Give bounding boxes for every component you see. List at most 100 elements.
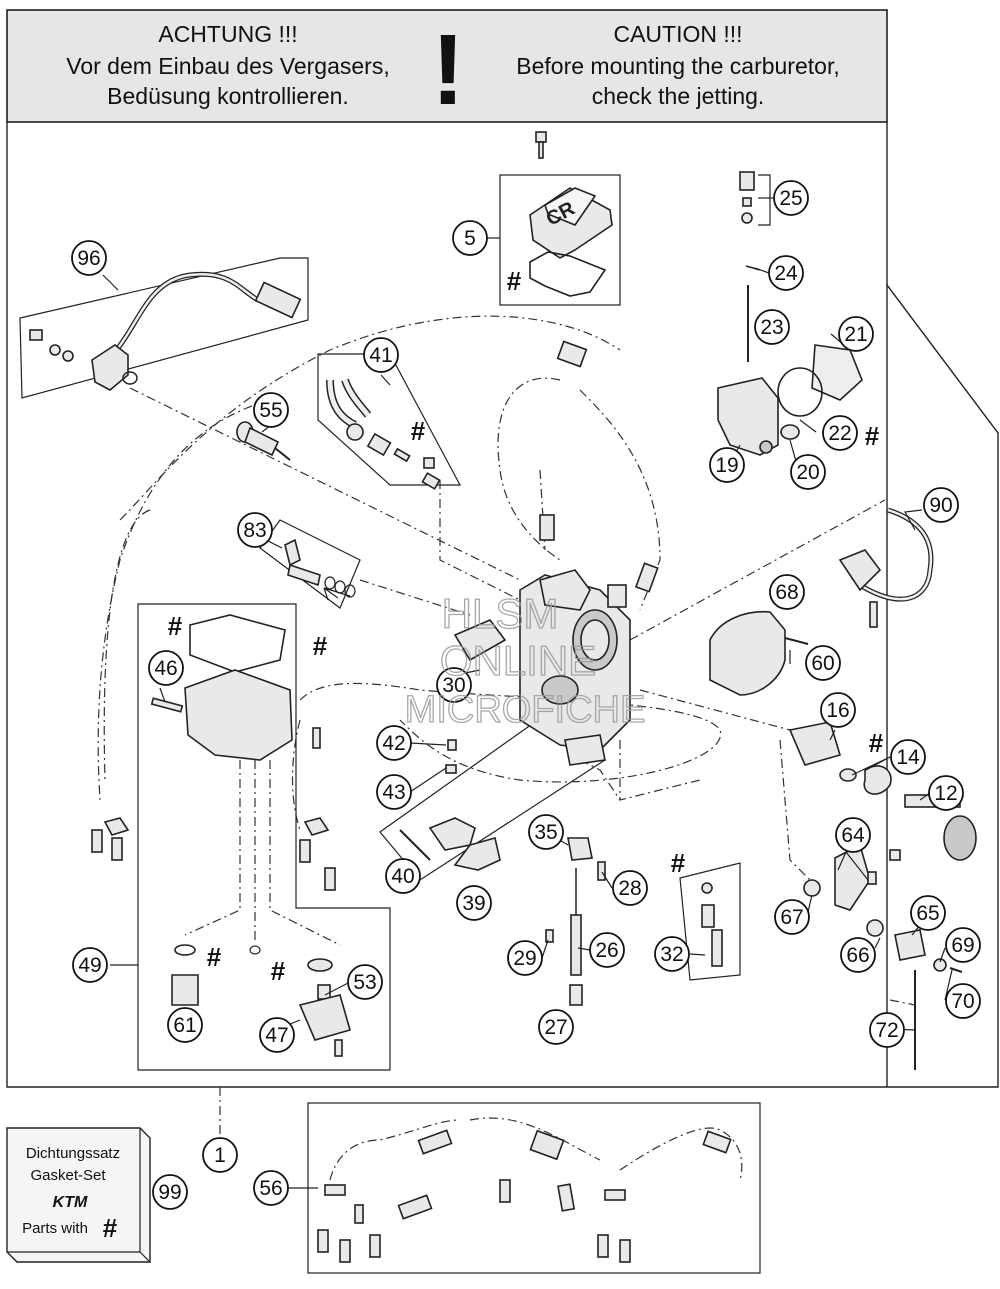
callout-circle [923,487,959,523]
callout-circle [72,947,108,983]
callout-64: 64 [835,817,871,853]
air-screw-kit-icon [326,378,441,490]
callout-circle [654,936,690,972]
callout-42: 42 [376,725,412,761]
callout-circle [769,574,805,610]
callout-circle [237,512,273,548]
callout-label: 43 [382,781,405,804]
callout-label: 83 [243,519,266,542]
callout-43: 43 [376,774,412,810]
callout-label: 46 [154,657,177,680]
ktm-logo: KTM [53,1194,88,1211]
gasket-set-de: Dichtungssatz [26,1145,120,1162]
callout-26: 26 [589,932,625,968]
top-cover-icon: CR [529,187,613,259]
warning-en-line1: Before mounting the carburetor, [516,53,839,79]
callout-label: 25 [779,187,802,210]
hash-marker: # [507,266,522,296]
callout-circle [167,1007,203,1043]
callout-circle [152,1174,188,1210]
callout-circle [754,309,790,345]
callout-circle [363,337,399,373]
callout-label: 32 [660,943,683,966]
choke-plunger-icon [236,421,291,461]
warning-de-title: ACHTUNG !!! [158,21,297,47]
callout-40: 40 [385,858,421,894]
callout-60: 60 [805,645,841,681]
callout-21: 21 [838,316,874,352]
callout-circle [835,817,871,853]
cover-screw-icon [535,131,547,159]
callout-circle [436,667,472,703]
callout-68: 68 [769,574,805,610]
callout-12: 12 [928,775,964,811]
o-ring-icon [777,367,823,417]
callout-66: 66 [840,937,876,973]
callout-29: 29 [507,940,543,976]
warning-en-line2: check the jetting. [592,83,765,109]
callout-circle [822,415,858,451]
callout-circle [253,1170,289,1206]
float-bowl-icon [150,669,321,761]
float-bowl-gasket-icon [189,614,286,673]
callout-circle [774,899,810,935]
air-screw-box [317,353,462,486]
callout-circle [768,255,804,291]
callout-47: 47 [259,1017,295,1053]
callout-72: 72 [869,1012,905,1048]
callout-label: 49 [78,954,101,977]
callout-16: 16 [820,692,856,728]
callout-25: 25 [773,180,809,216]
callout-circle [773,180,809,216]
callout-49: 49 [72,947,108,983]
idle-jet-box [259,519,361,609]
callout-circle [928,775,964,811]
callout-circle [890,739,926,775]
watermark-line2: ONLINE [440,637,596,684]
callout-22: 22 [822,415,858,451]
callout-46: 46 [148,650,184,686]
lever-cover-icon [709,610,786,696]
callout-label: 56 [259,1177,282,1200]
hash-marker: # [313,631,328,661]
gasket-set-en: Gasket-Set [30,1167,106,1184]
callout-label: 28 [618,877,641,900]
callout-label: 5 [464,227,476,250]
callout-circle [376,725,412,761]
watermark: HLSM ONLINE MICROFICHE [404,589,646,731]
callout-label: 1 [214,1144,226,1167]
callout-5: 5 [452,220,488,256]
cover-gasket-icon [529,251,607,297]
callout-circle [456,885,492,921]
callout-circle [945,983,981,1019]
callout-label: 96 [77,247,100,270]
hash-symbol-legend: # [103,1213,118,1243]
callout-30: 30 [436,667,472,703]
hash-marker: # [207,942,222,972]
callout-label: 90 [929,494,952,517]
sensor-box [19,257,309,399]
callout-circle [259,1017,295,1053]
callout-53: 53 [347,964,383,1000]
callout-circle [385,858,421,894]
hash-marker: # [411,416,426,446]
callout-circle [709,447,745,483]
hot-start-cable-icon [838,507,934,628]
callout-35: 35 [528,814,564,850]
callout-label: 70 [951,990,974,1013]
callout-circle [840,937,876,973]
callout-circle [945,927,981,963]
callout-61: 61 [167,1007,203,1043]
callout-label: 47 [265,1024,288,1047]
carburetor-body-icon [519,569,631,766]
hash-marker: # [869,728,884,758]
diaphragm-cover-icon [811,344,863,401]
callout-circle [528,814,564,850]
callout-99: 99 [152,1174,188,1210]
callout-label: 27 [544,1016,567,1039]
callout-label: 69 [951,934,974,957]
hose-routing-lines [97,315,916,1140]
callout-circle [869,1012,905,1048]
cover-screw-60-icon [784,637,809,645]
